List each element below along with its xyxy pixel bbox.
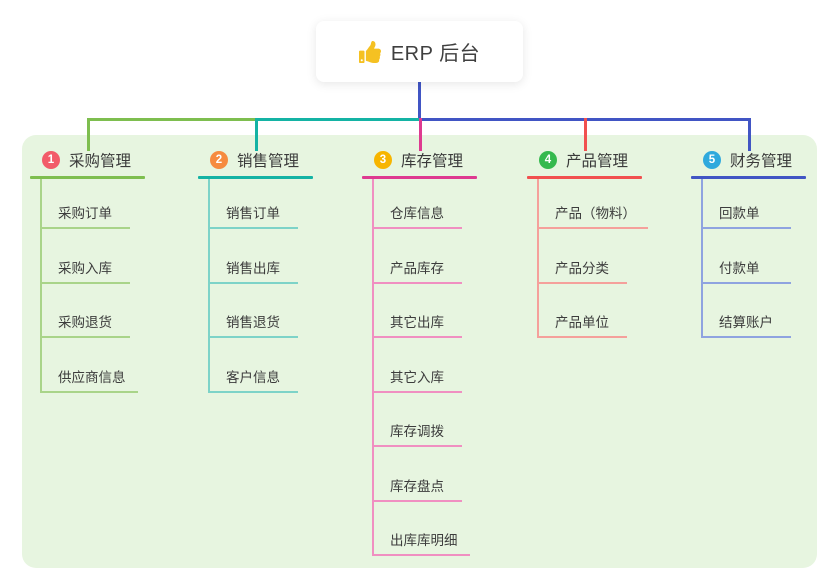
child-topic[interactable]: 采购入库 — [42, 229, 130, 284]
branch-topic-label: 库存管理 — [401, 152, 464, 170]
branch-underline — [527, 176, 642, 179]
branch-topic[interactable]: 1 采购管理 — [30, 146, 200, 173]
child-topic[interactable]: 产品库存 — [374, 229, 462, 284]
branch-topic-label: 采购管理 — [69, 152, 132, 170]
branch-drop-line — [419, 118, 422, 151]
bus-segment-branch2 — [255, 118, 419, 121]
branch-topic-label: 产品管理 — [566, 152, 629, 170]
child-topic[interactable]: 供应商信息 — [42, 338, 138, 393]
branch-column-2: 2 销售管理 销售订单销售出库销售退货客户信息 — [198, 146, 368, 393]
branch-drop-line — [87, 118, 90, 151]
branch-children-list: 采购订单采购入库采购退货供应商信息 — [40, 179, 200, 393]
root-connector-line — [418, 82, 421, 121]
child-topic[interactable]: 销售订单 — [210, 179, 298, 229]
branch-number-badge: 2 — [210, 150, 228, 169]
child-topic[interactable]: 产品分类 — [539, 229, 627, 284]
child-topic[interactable]: 库存调拨 — [374, 393, 462, 447]
child-topic[interactable]: 库存盘点 — [374, 447, 462, 502]
bus-segment-branch1 — [87, 118, 255, 121]
branch-underline — [30, 176, 145, 179]
branch-underline — [198, 176, 313, 179]
branch-underline — [362, 176, 477, 179]
root-topic-label: ERP 后台 — [390, 43, 481, 65]
child-topic[interactable]: 回款单 — [703, 179, 791, 229]
branch-children-list: 销售订单销售出库销售退货客户信息 — [208, 179, 368, 393]
branch-number-badge: 4 — [539, 150, 557, 169]
child-topic[interactable]: 产品单位 — [539, 284, 627, 338]
branch-children-list: 回款单付款单结算账户 — [701, 179, 839, 338]
child-topic[interactable]: 出库库明细 — [374, 502, 470, 556]
child-topic[interactable]: 销售出库 — [210, 229, 298, 284]
child-topic[interactable]: 其它入库 — [374, 338, 462, 393]
branch-column-5: 5 财务管理 回款单付款单结算账户 — [691, 146, 839, 338]
branch-column-4: 4 产品管理 产品（物料）产品分类产品单位 — [527, 146, 697, 338]
root-topic[interactable]: ERP 后台 — [316, 21, 523, 82]
child-topic[interactable]: 产品（物料） — [539, 179, 648, 229]
branch-number-badge: 1 — [42, 150, 60, 169]
child-topic[interactable]: 采购订单 — [42, 179, 130, 229]
branch-number-badge: 3 — [374, 150, 392, 169]
branch-topic[interactable]: 5 财务管理 — [691, 146, 839, 173]
branch-drop-line — [584, 118, 587, 151]
branch-topic[interactable]: 3 库存管理 — [362, 146, 532, 173]
branch-topic[interactable]: 2 销售管理 — [198, 146, 368, 173]
branch-underline — [691, 176, 806, 179]
branch-number-badge: 5 — [703, 150, 721, 169]
child-topic[interactable]: 其它出库 — [374, 284, 462, 338]
branch-drop-line — [748, 118, 751, 151]
thumbs-up-icon — [358, 40, 381, 63]
branch-column-1: 1 采购管理 采购订单采购入库采购退货供应商信息 — [30, 146, 200, 393]
branch-column-3: 3 库存管理 仓库信息产品库存其它出库其它入库库存调拨库存盘点出库库明细 — [362, 146, 532, 556]
branch-children-list: 产品（物料）产品分类产品单位 — [537, 179, 697, 338]
branch-topic-label: 销售管理 — [237, 152, 300, 170]
branch-topic[interactable]: 4 产品管理 — [527, 146, 697, 173]
child-topic[interactable]: 采购退货 — [42, 284, 130, 338]
child-topic[interactable]: 付款单 — [703, 229, 791, 284]
branch-drop-line — [255, 118, 258, 151]
branch-children-list: 仓库信息产品库存其它出库其它入库库存调拨库存盘点出库库明细 — [372, 179, 532, 556]
branches-panel — [22, 135, 817, 568]
child-topic[interactable]: 仓库信息 — [374, 179, 462, 229]
child-topic[interactable]: 结算账户 — [703, 284, 791, 338]
child-topic[interactable]: 销售退货 — [210, 284, 298, 338]
branch-topic-label: 财务管理 — [730, 152, 793, 170]
child-topic[interactable]: 客户信息 — [210, 338, 298, 393]
